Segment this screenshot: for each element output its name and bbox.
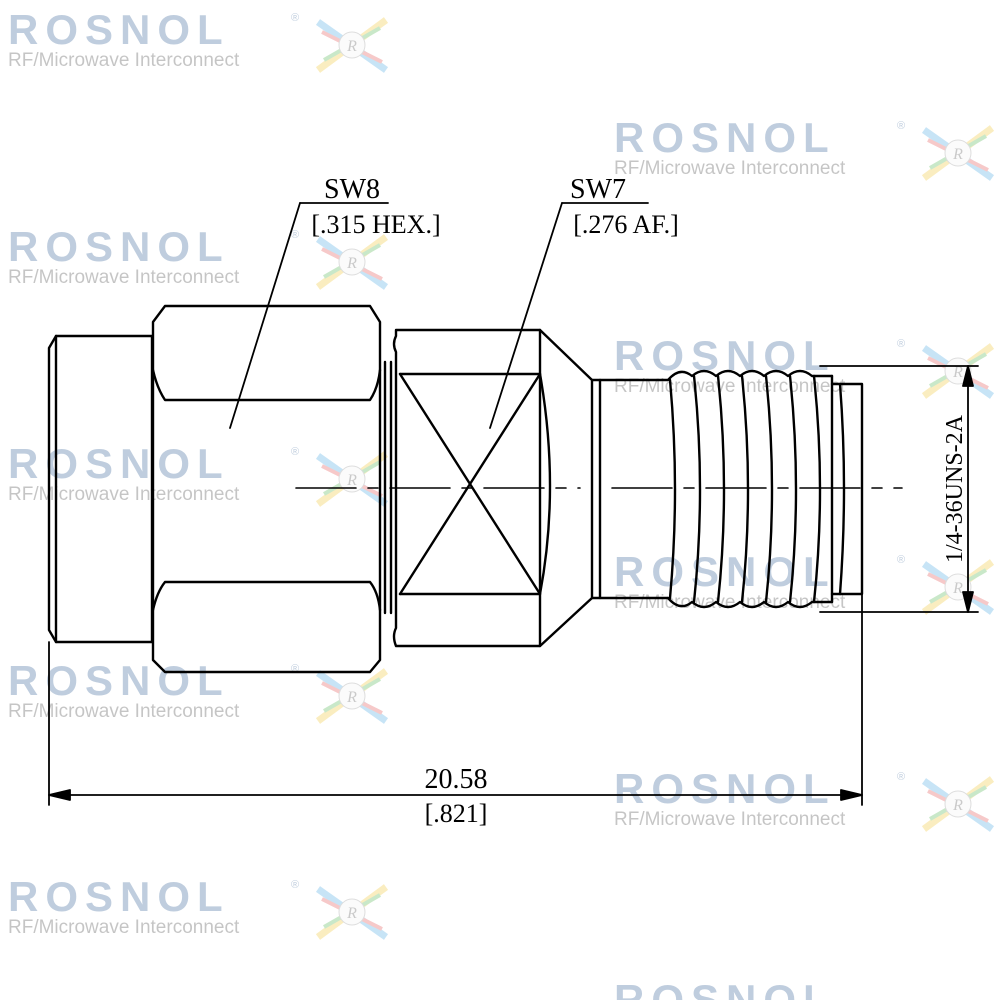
thread-dimension [819, 365, 979, 613]
length-dimension [48, 593, 863, 806]
flat-size-spec: [.276 AF.] [573, 210, 679, 239]
flat-size-label: SW7 [570, 174, 626, 205]
leader-lines [229, 202, 649, 429]
thread-section [666, 369, 864, 609]
length-mm-label: 20.58 [425, 764, 488, 795]
wrench-flats [392, 328, 594, 648]
hex-size-label: SW8 [324, 174, 380, 205]
hex-nut [151, 304, 393, 674]
plug-body [47, 334, 154, 644]
hex-size-spec: [.315 HEX.] [311, 210, 440, 239]
thread-spec-label: 1/4-36UNS-2A [942, 414, 968, 563]
length-in-label: [.821] [425, 799, 488, 828]
neck [590, 378, 670, 600]
